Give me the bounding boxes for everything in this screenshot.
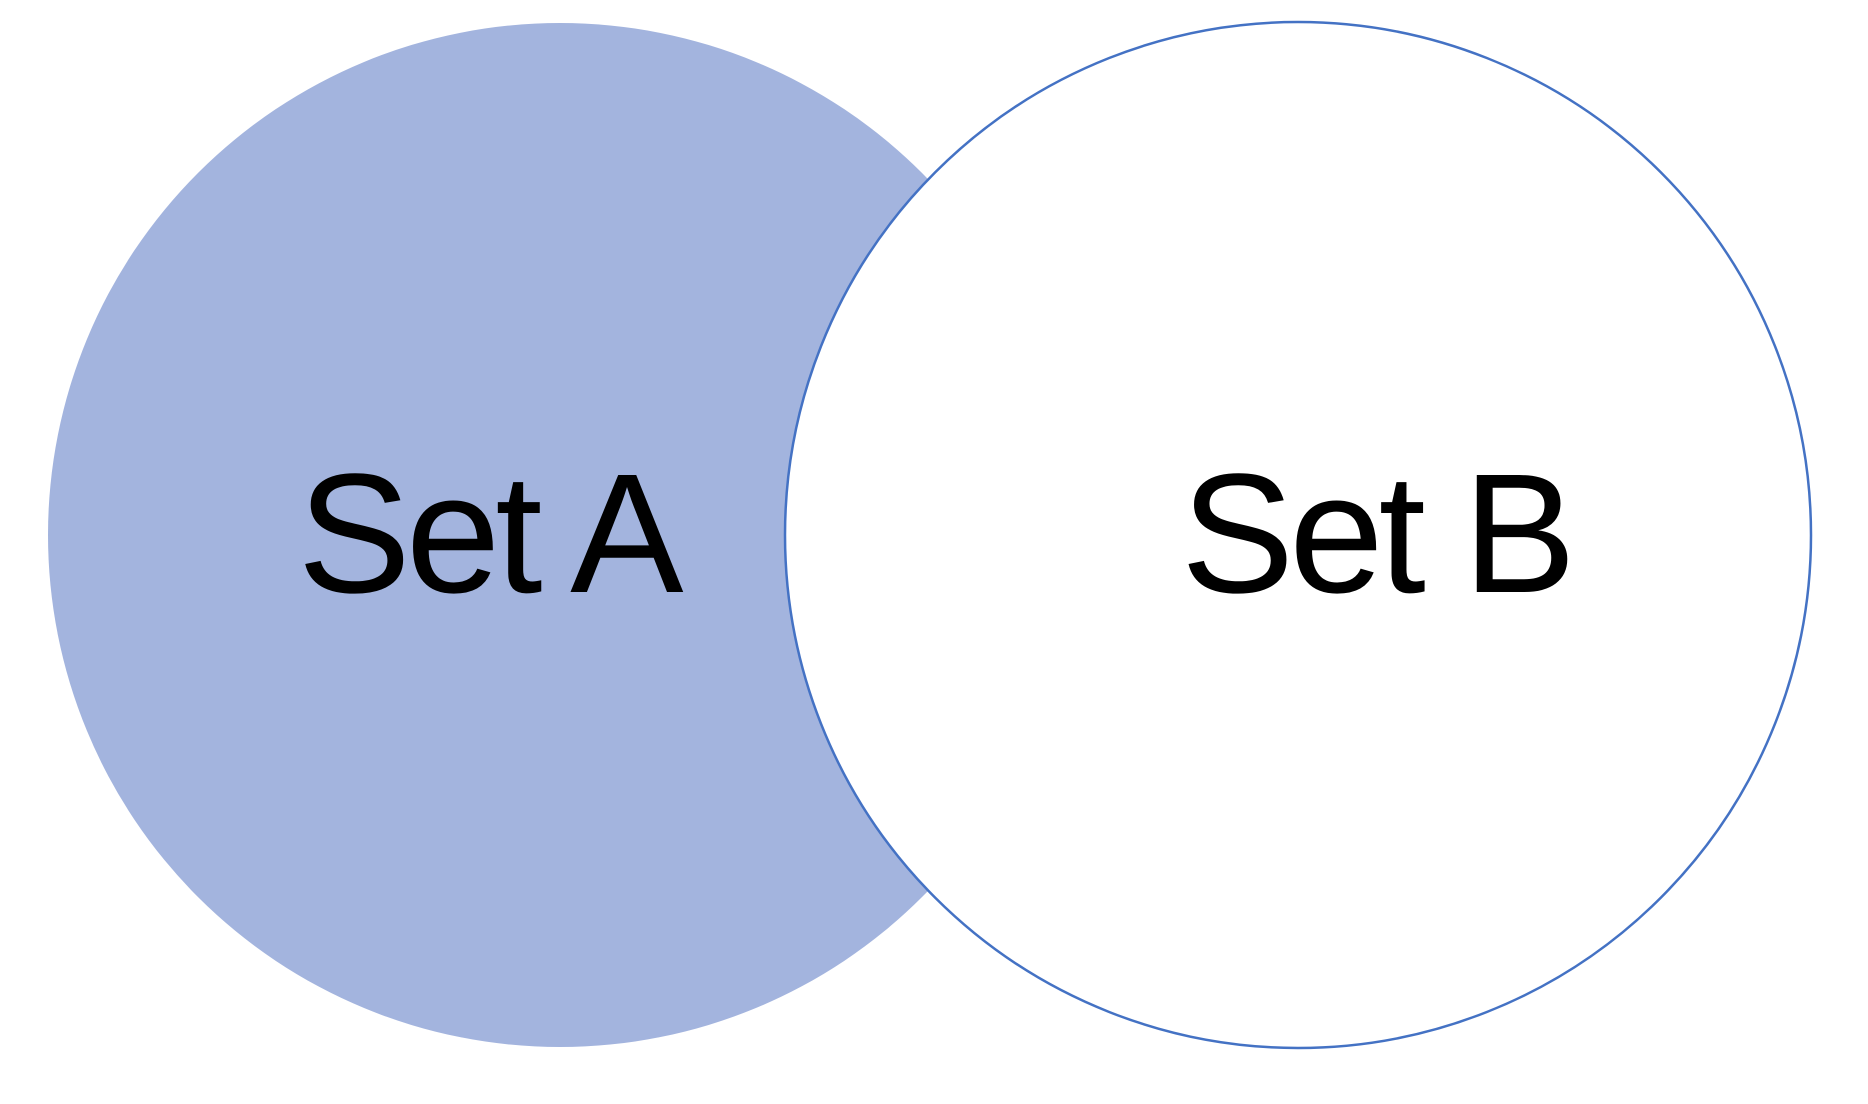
set-a-label: Set A — [298, 439, 685, 629]
set-b-circle — [783, 20, 1813, 1050]
set-b-label: Set B — [1181, 439, 1571, 629]
set-a-circle — [48, 23, 1072, 1047]
